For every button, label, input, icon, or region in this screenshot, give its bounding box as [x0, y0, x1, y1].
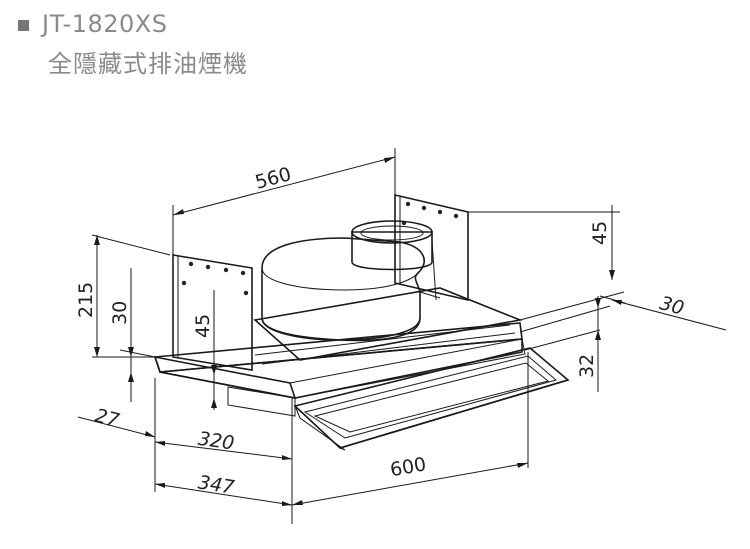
screw-hole-icon — [181, 280, 187, 286]
lower-band — [159, 338, 523, 399]
ext-line-right-b — [519, 305, 611, 333]
dim-label-320: 320 — [197, 428, 236, 455]
dim-label-600: 600 — [388, 453, 428, 481]
exhaust-collar-top — [351, 220, 433, 244]
exhaust-collar-inner — [360, 225, 424, 241]
screw-hole-icon — [437, 209, 443, 215]
motor-base — [261, 317, 421, 341]
arrow-icon — [128, 372, 134, 382]
product-subtitle: 全隱藏式排油煙機 — [48, 50, 248, 78]
dim-line-600 — [291, 462, 529, 506]
panel-inner — [303, 355, 558, 439]
dim-line-320 — [154, 441, 293, 460]
arrow-icon — [595, 298, 601, 308]
square-bullet-icon — [18, 19, 29, 31]
arrow-icon — [211, 365, 217, 375]
ext-line-right-a — [519, 291, 625, 321]
motor-housing — [261, 220, 441, 342]
dim-line-560 — [172, 156, 396, 216]
header: JT-1820XS 全隱藏式排油煙機 — [18, 10, 248, 79]
motor-side-line-2 — [419, 291, 441, 299]
arrow-icon — [155, 441, 165, 446]
arrow-icon — [128, 347, 134, 357]
arrow-icon — [282, 501, 292, 506]
arrow-icon — [612, 300, 622, 305]
arrow-icon — [609, 270, 615, 280]
dimension-lines — [77, 148, 727, 524]
dim-line-347 — [154, 483, 293, 506]
screw-hole-icon — [240, 270, 246, 276]
dimension-labels: 560 45 215 30 45 30 32 27 320 347 600 — [75, 163, 686, 499]
screw-hole-icon — [243, 290, 249, 296]
dim-line-27 — [77, 416, 156, 438]
model-number: JT-1820XS — [42, 10, 168, 38]
arrow-icon — [145, 431, 155, 437]
dim-label-45-inner: 45 — [192, 314, 214, 338]
arrow-icon — [595, 330, 601, 340]
left-bracket-plate — [172, 254, 253, 371]
ext-line-30-left — [119, 349, 156, 358]
arrow-icon — [94, 347, 100, 357]
model-row: JT-1820XS — [18, 10, 248, 38]
arrow-icon — [211, 398, 217, 408]
collar-body — [351, 231, 433, 271]
screw-hole-icon — [405, 201, 411, 207]
arrow-icon — [155, 483, 165, 488]
dim-label-215: 215 — [75, 282, 97, 318]
panel-front-lip — [294, 405, 346, 451]
screw-hole-icon — [421, 205, 427, 211]
dim-label-27: 27 — [93, 405, 122, 432]
arrow-icon — [173, 209, 184, 215]
arrow-icon — [384, 157, 395, 163]
inner-dark-edge — [227, 386, 296, 417]
ext-line-right-c — [524, 329, 601, 351]
arrow-icon — [282, 455, 292, 460]
dim-label-560: 560 — [253, 163, 294, 194]
arrow-icon — [517, 463, 528, 468]
screw-hole-icon — [223, 267, 229, 273]
dim-label-30-right: 30 — [657, 292, 686, 320]
screw-hole-icon — [188, 261, 194, 267]
motor-drum — [261, 237, 425, 342]
ext-line-215-top — [91, 234, 171, 256]
dim-label-32: 32 — [576, 354, 598, 378]
body-edge-line-2 — [261, 332, 516, 365]
arrow-icon — [94, 235, 100, 245]
front-lower-panel — [289, 338, 526, 399]
arrow-icon — [292, 500, 303, 505]
top-plate — [253, 287, 523, 361]
dim-label-45-top: 45 — [589, 221, 611, 245]
panel-frame — [293, 347, 570, 449]
right-bracket-plate — [394, 193, 469, 302]
dim-label-30-left: 30 — [109, 301, 131, 325]
screw-hole-icon — [205, 264, 211, 270]
screw-hole-icon — [453, 213, 459, 219]
panel-inner-light — [313, 362, 550, 433]
panel-lip-line — [339, 379, 569, 449]
motor-top-rim — [261, 267, 419, 291]
left-bracket — [172, 254, 253, 371]
dim-line-30-right — [611, 299, 727, 331]
hood-body — [153, 287, 526, 417]
motor-side-line — [431, 239, 437, 301]
slide-out-panel — [293, 347, 570, 451]
dim-label-347: 347 — [196, 471, 235, 498]
left-side — [153, 355, 297, 400]
